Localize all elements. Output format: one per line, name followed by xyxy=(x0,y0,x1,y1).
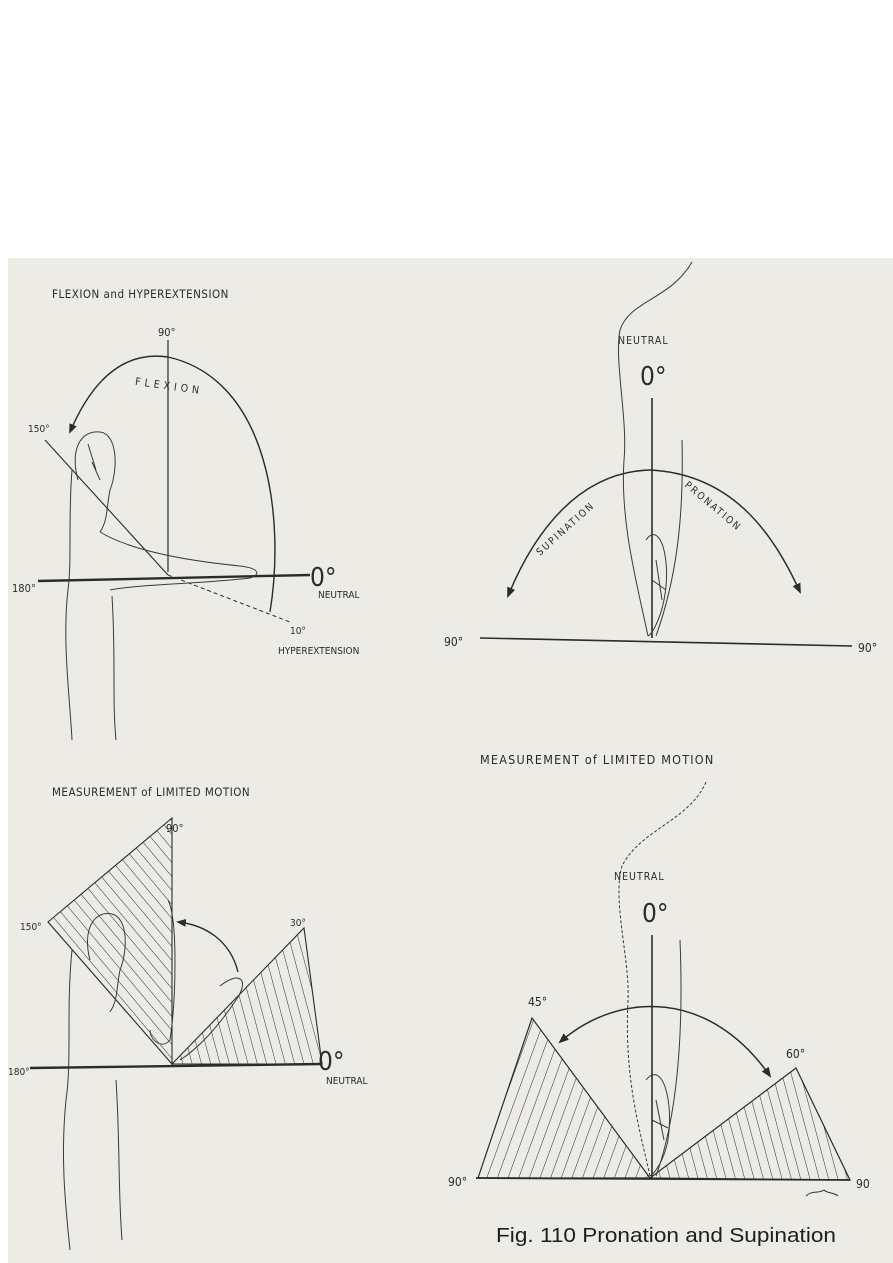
forearm-sketch-bottom xyxy=(618,781,707,1177)
pronation-label-90-left: 90° xyxy=(444,635,463,649)
pronation-label-0: 0° xyxy=(640,362,667,392)
pronation-arc-arrow xyxy=(649,469,801,594)
hatched-region-0-30 xyxy=(170,926,323,1065)
limited-right-title: MEASUREMENT of LIMITED MOTION xyxy=(480,752,714,767)
limited-left-title: MEASUREMENT of LIMITED MOTION xyxy=(52,785,250,799)
flexion-label-180: 180° xyxy=(12,582,36,595)
hatched-region-90-150 xyxy=(47,816,173,1066)
flexion-panel: FLEXION and HYPEREXTENSION 90° 180° 0° N… xyxy=(12,287,360,741)
scanned-sheet xyxy=(8,258,893,1263)
hyperextension-label: HYPEREXTENSION xyxy=(278,646,359,657)
limited-right-neutral-label: NEUTRAL xyxy=(614,871,665,883)
limited-left-horizontal-axis xyxy=(29,1062,323,1070)
limited-right-label-0: 0° xyxy=(642,899,669,929)
supination-label: SUPINATION xyxy=(535,500,598,558)
forearm-sketch-top xyxy=(617,261,693,637)
figure-sketch-limited xyxy=(62,899,244,1251)
pronation-label: PRONATION xyxy=(682,480,743,534)
limited-left-label-90: 90° xyxy=(166,822,184,835)
pronation-label-90-right: 90° xyxy=(858,641,877,655)
flexion-label-0: 0° xyxy=(310,563,337,593)
figure-sketch-flexion xyxy=(65,431,258,741)
supination-arc-arrow xyxy=(507,469,651,598)
limited-right-label-60: 60° xyxy=(786,1047,805,1061)
hatched-region-60 xyxy=(648,1067,851,1181)
limited-left-neutral-label: NEUTRAL xyxy=(326,1076,368,1087)
limited-right-label-90-left: 90° xyxy=(448,1175,467,1189)
limited-left-arc-arrow xyxy=(176,918,239,973)
limited-left-label-180: 180° xyxy=(8,1067,30,1078)
limited-right-arc-arrow xyxy=(558,1005,772,1078)
flexion-title: FLEXION and HYPEREXTENSION xyxy=(52,287,229,301)
flexion-150-line xyxy=(44,439,169,576)
flexion-label-10: 10° xyxy=(290,626,306,637)
flexion-arc-arrow xyxy=(69,355,276,613)
flexion-arc-label: FLEXION xyxy=(134,376,203,397)
flexion-label-90: 90° xyxy=(158,326,176,339)
pronation-panel: NEUTRAL 0° 90° 90° SUPINATION PRONATION xyxy=(444,261,877,655)
limited-right-label-90-right: 90 xyxy=(856,1177,870,1191)
flexion-label-150: 150° xyxy=(28,424,50,435)
limited-left-label-0: 0° xyxy=(318,1047,345,1077)
hatched-region-45 xyxy=(477,1016,652,1179)
limited-left-panel: MEASUREMENT of LIMITED MOTION 90° 150° 3… xyxy=(8,785,368,1251)
artist-signature xyxy=(805,1189,839,1197)
limited-right-panel: MEASUREMENT of LIMITED MOTION NEUTRAL 0°… xyxy=(448,752,870,1197)
flexion-neutral-label: NEUTRAL xyxy=(318,590,360,601)
limited-left-label-30: 30° xyxy=(290,918,306,929)
pronation-neutral-label: NEUTRAL xyxy=(618,335,669,347)
limited-right-horizontal-axis xyxy=(475,1177,851,1181)
pronation-horizontal-axis xyxy=(479,637,853,647)
limited-left-label-150: 150° xyxy=(20,922,42,933)
limited-right-label-45: 45° xyxy=(528,995,547,1009)
flexion-horizontal-axis xyxy=(37,573,311,583)
figure-caption: Fig. 110 Pronation and Supination xyxy=(496,1225,836,1247)
